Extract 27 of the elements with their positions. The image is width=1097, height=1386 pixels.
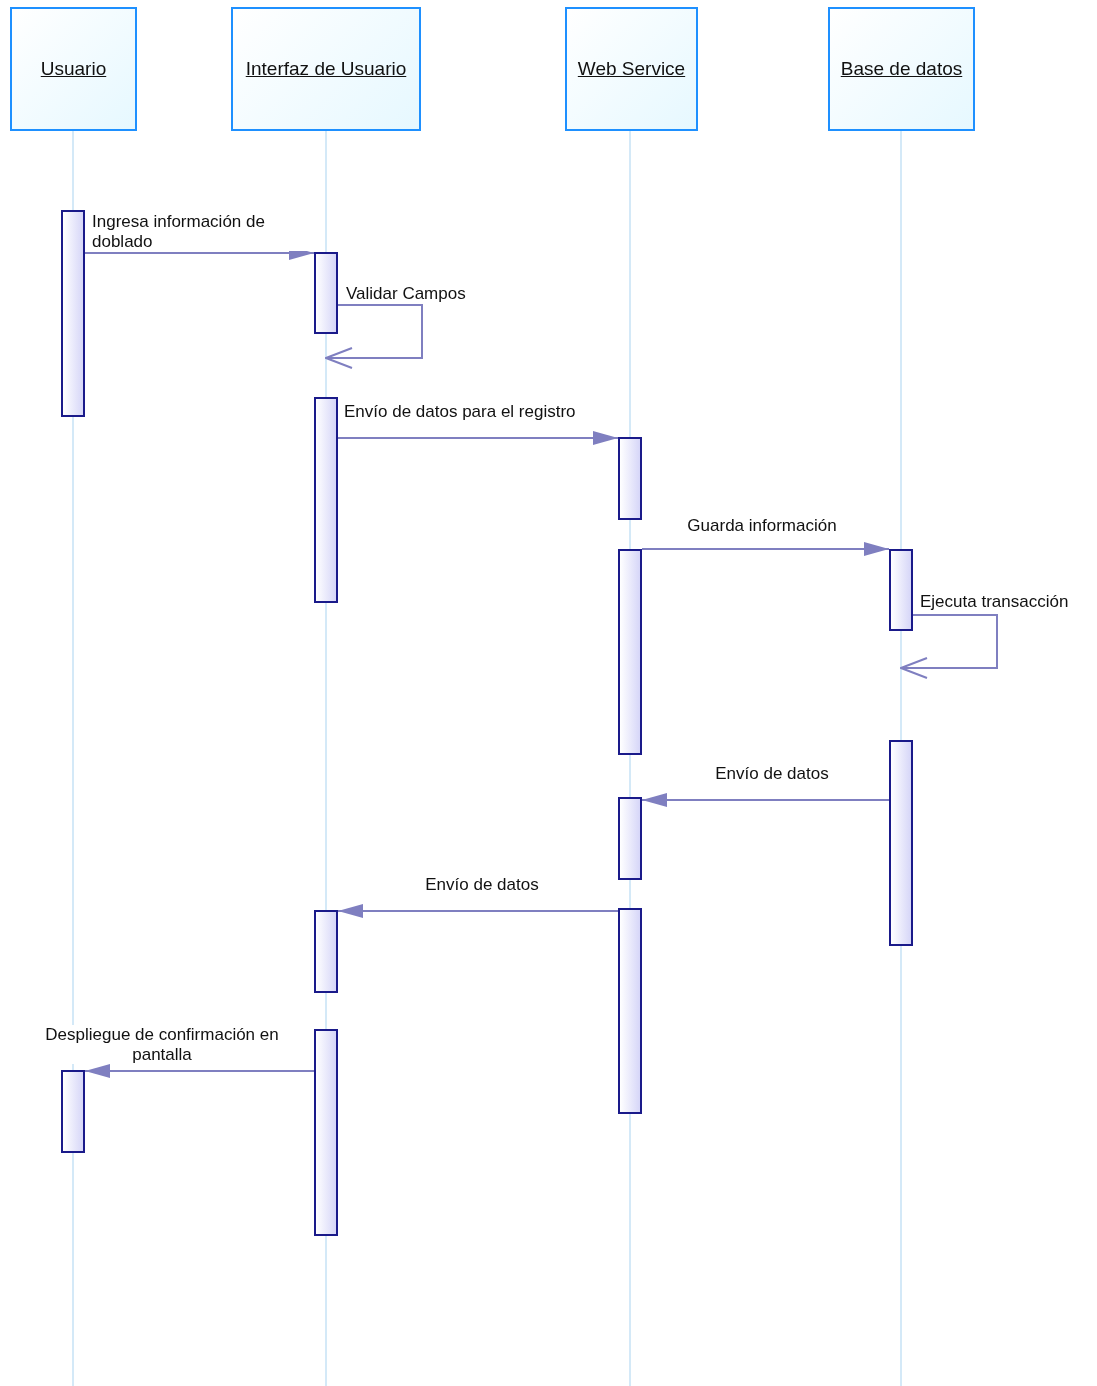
- participant-name: Interfaz de Usuario: [245, 58, 407, 80]
- activation-bar: [314, 1029, 338, 1236]
- activation-bar: [314, 252, 338, 334]
- activation-bar: [618, 437, 642, 520]
- message-arrow: [325, 304, 423, 369]
- message-arrow: [641, 542, 890, 556]
- message-arrow: [641, 793, 890, 807]
- lifeline-head: [828, 7, 975, 131]
- activation-bar: [61, 210, 85, 417]
- message-arrow: [337, 431, 619, 445]
- lifeline-head: [10, 7, 137, 131]
- activation-bar: [889, 549, 913, 631]
- lifeline-head: [565, 7, 698, 131]
- activation-bar: [618, 908, 642, 1114]
- activation-bar: [889, 740, 913, 946]
- participant-name: Base de datos: [840, 58, 963, 80]
- activation-bar: [314, 397, 338, 603]
- message-arrow: [900, 614, 998, 679]
- activation-bar: [314, 910, 338, 993]
- activation-bar: [618, 549, 642, 755]
- message-arrow: [337, 904, 619, 918]
- activation-bar: [618, 797, 642, 880]
- message-arrow: [84, 1064, 315, 1078]
- lifeline-head: [231, 7, 421, 131]
- participant-name: Usuario: [40, 58, 107, 80]
- activation-bar: [61, 1070, 85, 1153]
- participant-name: Web Service: [577, 58, 686, 80]
